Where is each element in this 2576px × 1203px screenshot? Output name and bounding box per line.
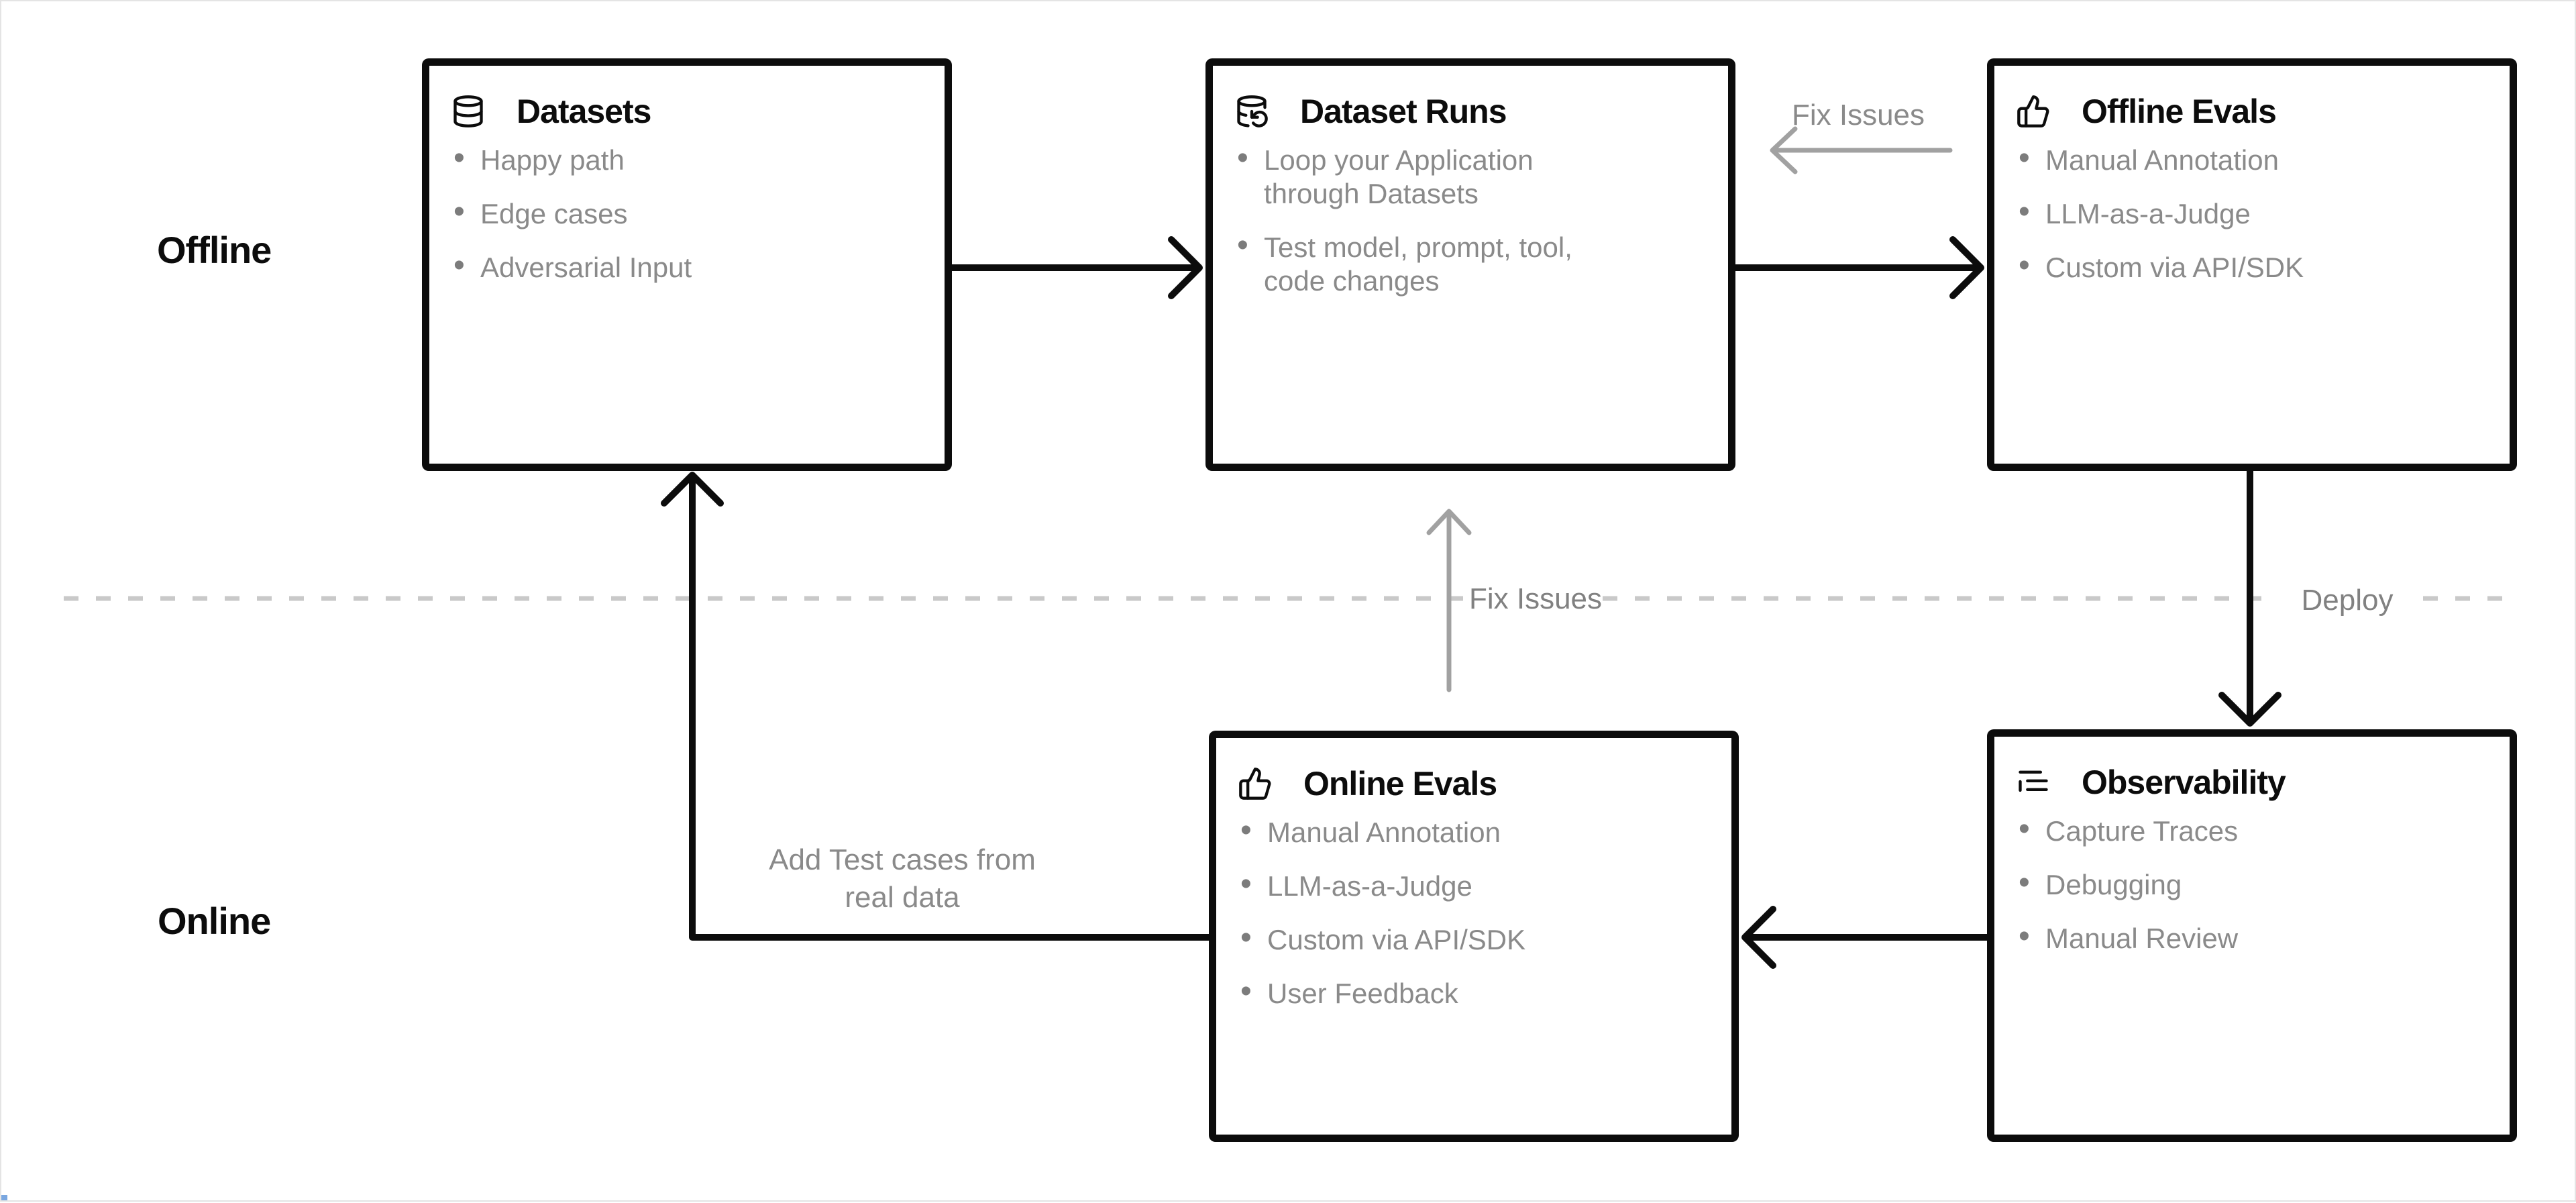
list-item: Test model, prompt, tool, code changes [1237,229,1613,298]
list-item: Manual Review [2019,920,2394,955]
box-dataset-runs-header: Dataset Runs [1234,93,1701,130]
list-item: Loop your Application through Datasets [1237,142,1613,211]
box-observability-header: Observability [2016,764,2483,801]
box-offline-evals: Offline Evals Manual AnnotationLLM-as-a-… [1987,58,2517,471]
edge-label-deploy: Deploy [2301,584,2394,617]
box-title: Dataset Runs [1300,93,1507,130]
box-title: Datasets [517,93,651,130]
list-item: User Feedback [1240,975,1616,1010]
box-datasets-header: Datasets [451,93,918,130]
list-item: Capture Traces [2019,813,2394,848]
list-item: Manual Annotation [1240,814,1616,849]
box-title: Offline Evals [2082,93,2277,130]
box-observability: Observability Capture TracesDebuggingMan… [1987,729,2517,1142]
edge-label-add-test-cases: Add Test cases from real data [769,843,1036,914]
list-item: Custom via API/SDK [2019,249,2394,284]
list-item: Happy path [453,142,829,177]
row-label-online: Online [158,900,271,942]
logs-icon [2016,765,2051,800]
box-datasets: Datasets Happy pathEdge casesAdversarial… [422,58,952,471]
box-title: Online Evals [1303,765,1497,802]
edge-label-fix-issues-middle: Fix Issues [1468,582,1603,615]
bullet-list: Capture TracesDebuggingManual Review [2016,813,2483,955]
box-online-evals-header: Online Evals [1238,765,1705,802]
arrow-observability-to-online-evals [1741,906,1990,969]
arrow-offline-evals-to-observability [2218,468,2282,727]
arrow-offline-evals-to-dataset-runs [1770,126,1953,174]
list-item: Adversarial Input [453,249,829,284]
box-title: Observability [2082,764,2286,801]
list-item: Edge cases [453,195,829,231]
arrow-dataset-runs-to-offline-evals [1732,236,1984,299]
row-label-offline: Offline [157,229,272,271]
database-refresh-icon [1234,94,1269,129]
list-item: Custom via API/SDK [1240,921,1616,957]
bullet-list: Loop your Application through DatasetsTe… [1234,142,1701,298]
arrow-online-evals-to-dataset-runs [1426,509,1472,692]
list-item: Debugging [2019,866,2394,902]
list-item: LLM-as-a-Judge [1240,868,1616,903]
bullet-list: Happy pathEdge casesAdversarial Input [451,142,918,284]
box-dataset-runs: Dataset Runs Loop your Application throu… [1205,58,1735,471]
list-item: LLM-as-a-Judge [2019,195,2394,231]
corner-artifact [1,1195,7,1200]
bullet-list: Manual AnnotationLLM-as-a-JudgeCustom vi… [1238,814,1705,1010]
thumbs-up-icon [2016,94,2051,129]
thumbs-up-icon [1238,766,1273,801]
edge-label-fix-issues-top: Fix Issues [1791,99,1925,132]
arrow-datasets-to-dataset-runs [949,236,1203,299]
box-online-evals: Online Evals Manual AnnotationLLM-as-a-J… [1209,731,1739,1142]
box-offline-evals-header: Offline Evals [2016,93,2483,130]
list-item: Manual Annotation [2019,142,2394,177]
bullet-list: Manual AnnotationLLM-as-a-JudgeCustom vi… [2016,142,2483,284]
database-icon [451,94,486,129]
